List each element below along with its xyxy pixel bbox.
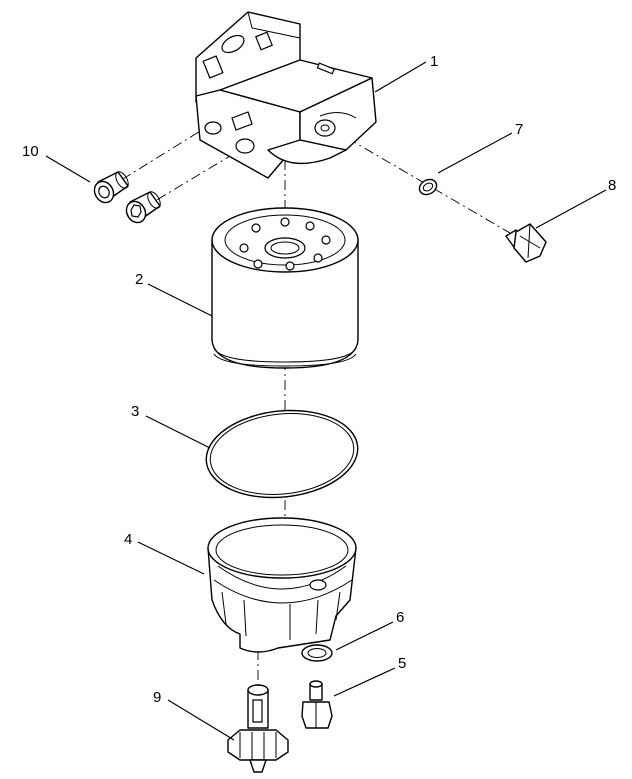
- callout-9: 9: [153, 689, 161, 706]
- o-ring-small: [418, 178, 438, 196]
- fitting-rear: [125, 191, 161, 224]
- callout-5: 5: [398, 655, 406, 672]
- port-fittings: [93, 171, 161, 224]
- filter-base-head: [195, 11, 377, 179]
- callout-4: 4: [124, 531, 132, 548]
- filter-element: [211, 207, 359, 369]
- callout-6: 6: [396, 609, 404, 626]
- drain-valve: [227, 684, 289, 773]
- drain-fitting: [301, 680, 333, 729]
- o-ring-drain: [301, 644, 333, 662]
- callout-labels: 1 2 3 4 5 6 7 8 9 10: [22, 53, 616, 706]
- callout-1: 1: [430, 53, 438, 70]
- plug-screw: [505, 223, 547, 263]
- callout-10: 10: [22, 143, 39, 160]
- fitting-front: [93, 171, 129, 204]
- callout-7: 7: [515, 121, 523, 138]
- callout-3: 3: [131, 403, 139, 420]
- bowl-seal-ring: [205, 409, 359, 499]
- leader-lines: [45, 61, 607, 741]
- callout-8: 8: [608, 177, 616, 194]
- callout-2: 2: [135, 271, 143, 288]
- filter-bowl: [207, 517, 357, 653]
